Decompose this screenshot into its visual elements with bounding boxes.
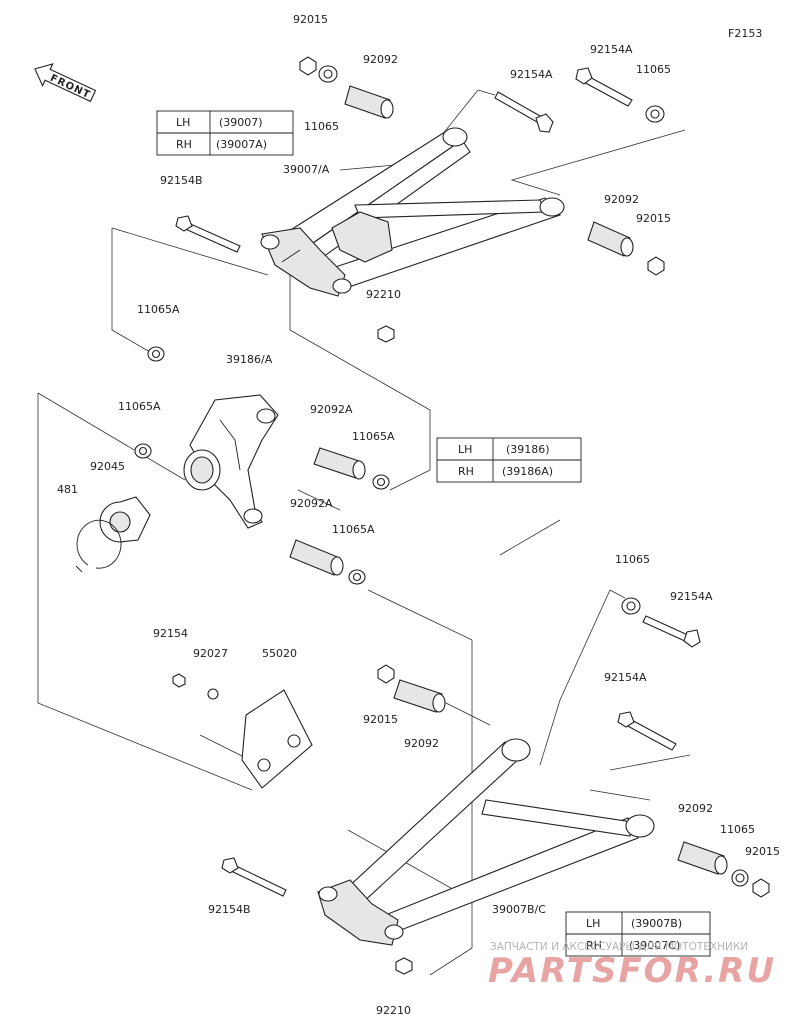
label-92045: 92045 <box>90 460 125 473</box>
table3-lh-value: (39007B) <box>631 917 682 930</box>
table2-lh-value: (39186) <box>506 443 550 456</box>
label-39007bc: 39007B/C <box>492 903 546 916</box>
hardware-top <box>175 56 665 343</box>
label-92092-mid: 92092 <box>404 737 439 750</box>
label-92092-top: 92092 <box>363 53 398 66</box>
watermark-line1: ЗАПЧАСТИ И АКСЕССУАРЫ ДЛЯ МОТОТЕХНИКИ <box>490 941 748 953</box>
leader-lines <box>37 89 691 976</box>
table1-rh-value: (39007A) <box>216 138 267 151</box>
label-11065a-4: 11065A <box>332 523 375 536</box>
label-92154a-top1: 92154A <box>510 68 553 81</box>
table3-rh: RH <box>586 939 602 952</box>
label-481: 481 <box>57 483 78 496</box>
label-92015-top: 92015 <box>293 13 328 26</box>
label-11065a-1: 11065A <box>137 303 180 316</box>
label-92092a-1: 92092A <box>310 403 353 416</box>
label-11065a-3: 11065A <box>352 430 395 443</box>
upper-a-arm-39007 <box>260 127 565 297</box>
table1-lh-value: (39007) <box>219 116 263 129</box>
front-arrow-icon: FRONT <box>34 63 97 103</box>
label-92154a-mid: 92154A <box>670 590 713 603</box>
table2-rh-value: (39186A) <box>502 465 553 478</box>
label-92092-right: 92092 <box>604 193 639 206</box>
guard-55020 <box>172 673 313 789</box>
label-92210-top: 92210 <box>366 288 401 301</box>
front-label: FRONT <box>48 73 92 101</box>
label-11065-topleft: 11065 <box>304 120 339 133</box>
label-92154: 92154 <box>153 627 188 640</box>
table1-rh: RH <box>176 138 192 151</box>
hardware-knuckle <box>75 346 390 585</box>
figure-id: F2153 <box>728 27 762 40</box>
lhrh-table-39007b: LH (39007B) RH (39007C) <box>565 911 711 957</box>
watermark: ЗАПЧАСТИ И АКСЕССУАРЫ ДЛЯ МОТОТЕХНИКИ PA… <box>488 941 776 991</box>
table2-lh: LH <box>458 443 472 456</box>
table2-rh: RH <box>458 465 474 478</box>
lhrh-table-39007: LH (39007) RH (39007A) <box>156 110 294 156</box>
knuckle-39186 <box>183 394 279 529</box>
label-92015-right: 92015 <box>636 212 671 225</box>
label-39007a: 39007/A <box>283 163 330 176</box>
label-39186a: 39186/A <box>226 353 273 366</box>
label-92154a-top2: 92154A <box>590 43 633 56</box>
label-92027: 92027 <box>193 647 228 660</box>
hardware-bottom <box>221 597 770 975</box>
label-92015-mid: 92015 <box>363 713 398 726</box>
label-92154a-low: 92154A <box>604 671 647 684</box>
label-92154b-low: 92154B <box>208 903 251 916</box>
table1-lh: LH <box>176 116 190 129</box>
label-92210-low: 92210 <box>376 1004 411 1017</box>
label-92015-low: 92015 <box>745 845 780 858</box>
part-labels: 92015 92092 11065 92154A 92154A 11065 39… <box>57 13 780 1017</box>
label-11065-low: 11065 <box>720 823 755 836</box>
lhrh-table-39186: LH (39186) RH (39186A) <box>436 437 582 483</box>
label-55020: 55020 <box>262 647 297 660</box>
label-11065-topright: 11065 <box>636 63 671 76</box>
label-92092-low: 92092 <box>678 802 713 815</box>
lower-a-arm-39007b <box>317 738 655 946</box>
label-11065a-2: 11065A <box>118 400 161 413</box>
table3-rh-value: (39007C) <box>629 939 680 952</box>
label-92154b-top: 92154B <box>160 174 203 187</box>
watermark-logo: PARTSFOR.RU <box>488 951 776 991</box>
label-92092a-2: 92092A <box>290 497 333 510</box>
label-11065-mid: 11065 <box>615 553 650 566</box>
table3-lh: LH <box>586 917 600 930</box>
